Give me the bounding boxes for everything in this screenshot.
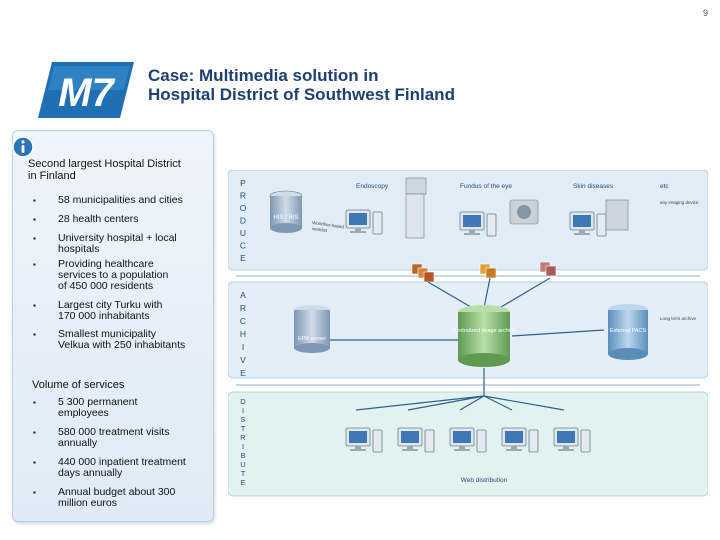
central-archive-label: Centralized image archive [452,328,516,334]
distribute-band-label-letter: T [241,424,246,433]
etc-label: etc [660,183,669,190]
produce-band-label-letter: U [240,228,246,238]
fundus-label: Fundus of the eye [460,183,512,190]
page-number: 9 [703,8,708,18]
distribute-band-label-letter: D [240,397,246,406]
distribute-band-label-letter: E [240,478,245,487]
heading-line: Second largest Hospital District [28,158,181,170]
his-ris-label: HIS / RIS [273,215,298,221]
section-heading-volume: Volume of services [32,379,124,391]
heading-line: in Finland [28,170,181,182]
epr-server-label: EPR server [298,336,326,342]
external-pacs-label: External PACS [610,328,647,334]
distribute-band-label-letter: I [242,442,244,451]
archive-band-label-letter: C [240,316,246,326]
endoscopy-label: Endoscopy [356,183,389,190]
produce-band-label-letter: P [240,178,246,188]
endoscopy-monitor [406,178,426,194]
distribute-band-label-letter: R [240,433,246,442]
endoscopy-cart [406,194,424,238]
distribute-band-label-letter: B [240,451,245,460]
archive-band-label-letter: E [240,368,246,378]
microscope [606,200,628,230]
info-icon [12,136,34,158]
produce-band-label-letter: C [240,241,246,251]
archive-band-label-letter: R [240,303,246,313]
title-line-2: Hospital District of Southwest Finland [148,85,455,104]
produce-band-label-letter: R [240,191,246,201]
title-line-1: Case: Multimedia solution in [148,66,455,85]
list-item: ▪28 health centers [14,214,214,233]
archive-band-label-letter: A [240,290,246,300]
logo-text: M7 [58,71,115,115]
produce-band-label-letter: D [240,216,246,226]
web-distribution-label: Web distribution [461,477,508,484]
archive-band-label-letter: H [240,329,246,339]
section-heading-district: Second largest Hospital District in Finl… [28,158,181,182]
district-facts-list: ▪58 municipalities and cities ▪28 health… [14,195,214,355]
page-title: Case: Multimedia solution in Hospital Di… [148,66,455,104]
distribute-band-label-letter: T [241,469,246,478]
produce-band-label-letter: O [240,203,247,213]
distribute-band-label-letter: I [242,406,244,415]
skin-label: Skin diseases [573,183,614,190]
long-term-label: Long term archive [660,316,697,321]
list-item: ▪58 municipalities and cities [14,195,214,214]
distribute-band-label-letter: U [240,460,245,469]
m7-logo: M7 [38,62,134,118]
imaging-device-label: any imaging device [660,200,699,205]
archive-band-label-letter: I [242,342,244,352]
produce-band-label-letter: E [240,253,246,263]
distribute-band-label-letter: S [240,415,245,424]
archive-band-label-letter: V [240,355,246,365]
